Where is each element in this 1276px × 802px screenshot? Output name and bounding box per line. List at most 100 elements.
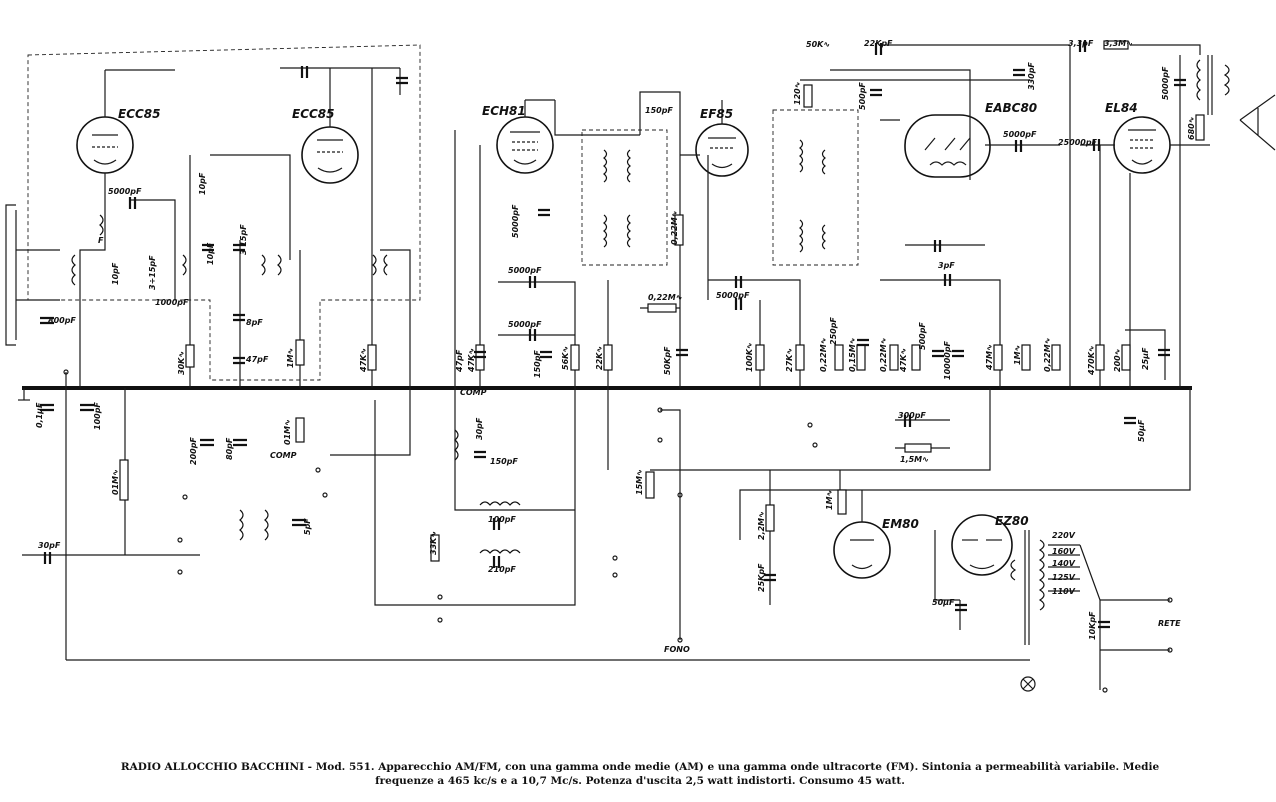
wiring [22,44,1210,661]
label: 10KpF [1088,611,1097,640]
label: F [98,236,104,245]
label: 27K∿ [785,348,794,372]
label: 0,22M∿ [819,338,828,372]
label: 800pF [48,316,76,325]
label: 10pF [198,172,207,195]
label: 56K∿ [561,346,570,370]
label: 80pF [225,437,234,460]
label: 33K∿ [429,531,438,555]
label: 110V [1052,587,1076,596]
resistors [119,40,1205,562]
tube-ecc85-1: ECC85 [76,69,175,174]
label: 150pF [490,457,518,466]
label: 200∿ [1113,349,1122,372]
label: 50K∿ [806,40,830,49]
label: 50KpF [663,346,672,375]
label: 150pF [645,106,673,115]
label: 1M∿ [825,490,834,510]
label: 680∿ [1187,117,1196,140]
label: 150pF [533,350,542,378]
label: 5000pF [511,204,520,238]
label: COMP [270,451,297,460]
label: 1000pF [155,298,189,307]
caption-line-1: RADIO ALLOCCHIO BACCHINI - Mod. 551. App… [120,761,1160,773]
power-transformer [1010,530,1170,692]
tube-eabc80: EABC80 [904,101,1037,178]
coils [71,214,521,554]
label: 5000pF [108,187,142,196]
label: 47K∿ [467,348,476,373]
label: 10pF [206,242,215,265]
label: 5pF [303,518,312,535]
label: 15M∿ [635,469,644,495]
label: 30pF [38,541,61,550]
label: 100pF [93,402,102,430]
label: 120∿ [793,82,802,105]
label: 300pF [898,411,926,420]
label: RETE [1158,619,1181,628]
label: 100pF [488,515,516,524]
label: 125V [1052,573,1076,582]
label: 100K∿ [745,342,754,372]
if-coils-1 [603,149,631,248]
tube-label: EM80 [882,517,919,531]
label: 25000pF [1058,138,1098,147]
label: 3,3M∿ [1104,39,1133,48]
label: 250pF [829,317,838,345]
label: 0,15M∿ [848,338,857,372]
label: 47K∿ [899,348,908,373]
label: 0,22M∿ [1043,338,1052,372]
output-transformer [1196,55,1276,151]
label: 200pF [189,437,198,465]
label: 3 15pF [239,224,248,255]
label: 5000pF [716,291,750,300]
label: 0,22M∿ [670,211,679,245]
tube-el84: EL84 [1105,101,1171,174]
label: 01M∿ [111,469,120,495]
switch-contacts [63,369,1173,693]
label: 5000pF [508,320,542,329]
label: FONO [664,645,690,654]
label: 2,2M∿ [757,511,766,540]
tube-label: EZ80 [995,514,1029,528]
label: 47pF [455,349,464,373]
tube-label: ECC85 [118,107,161,121]
label: 47M∿ [985,344,994,371]
label: 47K∿ [359,348,368,373]
tube-ez80: EZ80 [951,514,1029,576]
label: 500pF [858,82,867,110]
label: 0,22M∿ [879,338,888,372]
label: 330pF [1027,62,1036,90]
label: 30K∿ [177,351,186,375]
label: 1M∿ [1013,345,1022,365]
label: 160V [1052,547,1076,556]
tube-label: EL84 [1105,101,1138,115]
label: 25KpF [757,563,766,592]
label: 220V [1052,531,1076,540]
label: 50µF [1137,419,1146,442]
label: 0,1µF [35,402,44,428]
label: 140V [1052,559,1076,568]
label: 3÷15pF [148,255,157,290]
label: 50µF [932,598,955,607]
if-transformer-can-1 [581,129,668,266]
schematic-caption: RADIO ALLOCCHIO BACCHINI - Mod. 551. App… [60,760,1220,788]
tube-em80: EM80 [833,490,919,579]
label: 8pF [246,318,263,327]
label: 1,5M∿ [900,455,929,464]
label: 5000pF [1003,130,1037,139]
label: 25µF [1141,347,1150,370]
if-transformer-can-2 [772,109,859,266]
tube-label: EF85 [700,107,733,121]
label: 470K∿ [1087,345,1096,376]
label: 3pF [938,261,955,270]
dipole-antenna [5,204,60,346]
label: 5000pF [508,266,542,275]
tube-label: ECC85 [292,107,335,121]
label: 3,3pF [1068,39,1094,48]
if-coils-2 [799,139,826,253]
capacitors [40,40,1186,629]
label: 10000pF [943,340,952,380]
label: COMP [460,388,487,397]
